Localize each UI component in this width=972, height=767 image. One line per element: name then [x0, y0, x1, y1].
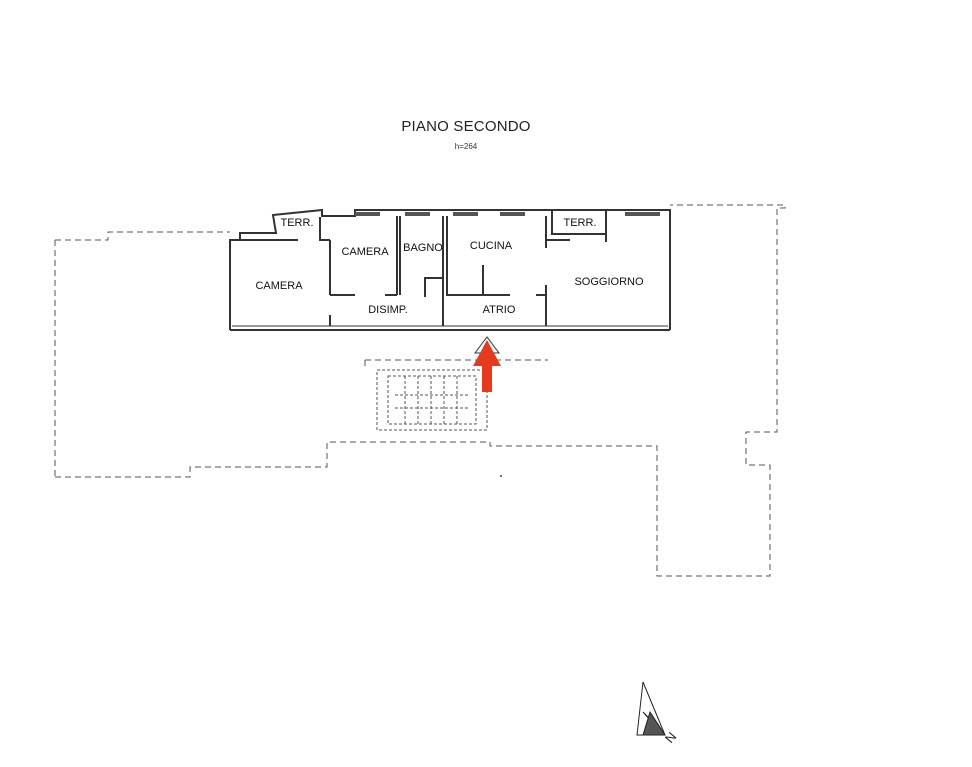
room-bagno: BAGNO — [403, 242, 443, 254]
floor-title: PIANO SECONDO — [401, 118, 531, 135]
room-camera-left: CAMERA — [255, 280, 303, 292]
plan-mark — [500, 475, 502, 477]
stairwell — [376, 369, 488, 431]
room-disimp: DISIMP. — [368, 304, 408, 316]
lot-boundary — [54, 204, 786, 577]
entrance-arrow-icon — [473, 336, 501, 392]
room-camera-mid: CAMERA — [341, 246, 389, 258]
room-soggiorno: SOGGIORNO — [574, 276, 644, 288]
north-arrow-icon — [636, 681, 666, 736]
apartment-walls — [229, 208, 671, 331]
room-terr-right: TERR. — [563, 217, 597, 229]
room-cucina: CUCINA — [469, 240, 513, 252]
ceiling-height-note: h=264 — [454, 142, 478, 151]
room-terr-left: TERR. — [280, 217, 314, 229]
room-atrio: ATRIO — [482, 304, 516, 316]
north-label: N — [662, 729, 680, 746]
